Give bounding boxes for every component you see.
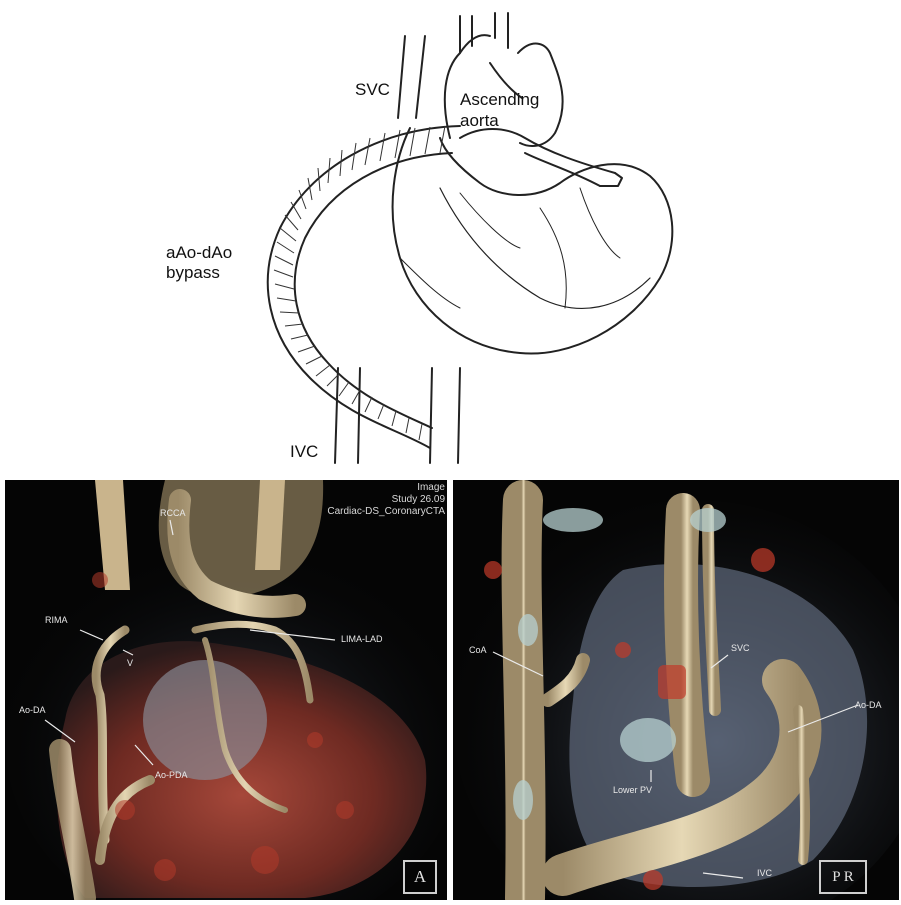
ct-render-left xyxy=(5,480,447,900)
ascending-aorta-label-line2: aorta xyxy=(460,111,499,130)
ao-da-label-left: Ao-DA xyxy=(19,705,46,715)
bypass-label-line1: aAo-dAo xyxy=(166,243,232,262)
ct-render-right xyxy=(453,480,899,900)
ascending-aorta-label-line1: Ascending xyxy=(460,90,539,109)
lower-pv-label: Lower PV xyxy=(613,785,652,795)
rima-label: RIMA xyxy=(45,615,68,625)
orientation-cube-left: A xyxy=(403,860,437,894)
ct-left-header: Image Study 26.09 Cardiac‑DS_CoronaryCTA xyxy=(327,482,445,518)
bypass-label-line2: bypass xyxy=(166,263,220,282)
svc-ct-label: SVC xyxy=(731,643,750,653)
svc-label: SVC xyxy=(355,80,390,99)
ct-panel-right: CoA SVC Ao-DA Lower PV IVC P R xyxy=(453,480,899,900)
ct-left-header-line2: Study 26.09 xyxy=(327,494,445,506)
orientation-cube-right: P R xyxy=(819,860,867,894)
heart-drawing xyxy=(160,8,680,476)
ao-da-label-right: Ao-DA xyxy=(855,700,882,710)
ivc-label: IVC xyxy=(290,442,318,461)
ct-left-header-line1: Image xyxy=(327,482,445,494)
ivc-ct-label: IVC xyxy=(757,868,772,878)
ct-panel-left: Image Study 26.09 Cardiac‑DS_CoronaryCTA… xyxy=(5,480,447,900)
ct-left-header-line3: Cardiac‑DS_CoronaryCTA xyxy=(327,506,445,518)
coa-label: CoA xyxy=(469,645,487,655)
lima-lad-label: LIMA-LAD xyxy=(341,634,383,644)
ao-pda-label: Ao-PDA xyxy=(155,770,188,780)
heart-illustration xyxy=(160,8,680,476)
rcca-label: RCCA xyxy=(160,508,186,518)
v-label: V xyxy=(127,658,133,668)
